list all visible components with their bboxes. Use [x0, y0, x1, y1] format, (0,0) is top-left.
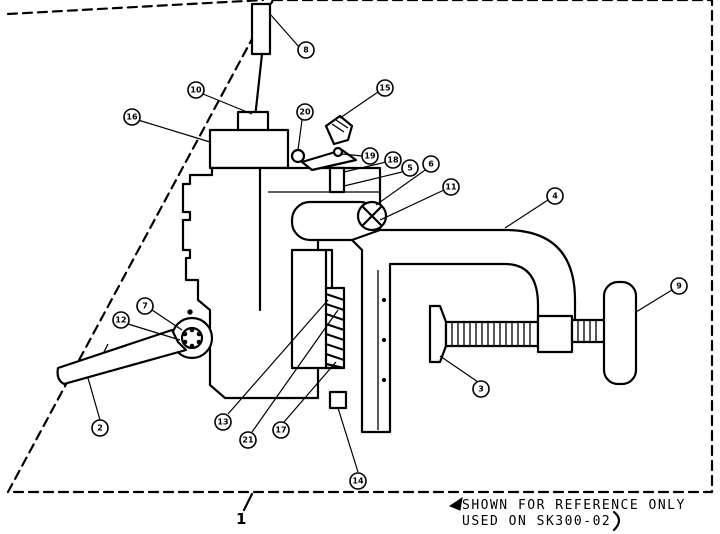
- reference-note-line-1: SHOWN FOR REFERENCE ONLY: [462, 498, 686, 513]
- svg-text:12: 12: [115, 316, 126, 325]
- callout-13: 13: [214, 413, 232, 431]
- callout-21: 21: [239, 431, 257, 449]
- callout-7: 7: [136, 297, 154, 315]
- callout-14: 14: [349, 472, 367, 490]
- part-screw-knob: [602, 280, 638, 386]
- callout-9: 9: [670, 277, 688, 295]
- part-upper-head: [208, 110, 290, 170]
- callout-11: 11: [442, 178, 460, 196]
- callout-4: 4: [546, 187, 564, 205]
- part-clamp-screw: [428, 304, 608, 364]
- svg-text:13: 13: [217, 418, 228, 427]
- part-spring: [324, 286, 346, 370]
- svg-text:16: 16: [126, 113, 138, 122]
- svg-text:5: 5: [407, 164, 413, 173]
- svg-text:11: 11: [445, 183, 457, 192]
- svg-text:6: 6: [428, 160, 434, 169]
- note-bracket: [612, 510, 621, 532]
- callout-6: 6: [422, 155, 440, 173]
- svg-text:18: 18: [387, 156, 399, 165]
- callout-12: 12: [112, 311, 130, 329]
- svg-text:2: 2: [97, 424, 103, 433]
- svg-text:7: 7: [142, 302, 148, 311]
- assembly-number: 1: [236, 510, 247, 528]
- assembly-pointer: [242, 492, 254, 512]
- reference-note-line-2: USED ON SK300-02: [462, 514, 612, 529]
- reference-note: SHOWN FOR REFERENCE ONLY USED ON SK300-0…: [462, 498, 686, 530]
- svg-text:4: 4: [552, 192, 558, 201]
- callout-18: 18: [384, 151, 402, 169]
- callout-19: 19: [361, 147, 379, 165]
- svg-text:15: 15: [379, 84, 391, 93]
- note-pointer: [448, 496, 463, 511]
- svg-text:21: 21: [242, 436, 254, 445]
- callout-3: 3: [472, 380, 490, 398]
- callout-8: 8: [297, 41, 315, 59]
- c-frame-rivets: [381, 297, 387, 383]
- assembly-dashed-boundary: [6, 0, 714, 494]
- svg-text:10: 10: [190, 86, 202, 95]
- svg-text:19: 19: [364, 152, 376, 161]
- lever-handle-edge: [103, 343, 109, 353]
- svg-text:9: 9: [676, 282, 682, 291]
- callout-17: 17: [272, 421, 290, 439]
- svg-text:20: 20: [299, 108, 311, 117]
- part-lever-handle: [56, 328, 188, 386]
- svg-text:3: 3: [478, 385, 484, 394]
- part-lower-block: [328, 390, 348, 410]
- callout-5: 5: [401, 159, 419, 177]
- part-pivot-slot: [290, 200, 388, 242]
- svg-text:8: 8: [303, 46, 309, 55]
- callout-2: 2: [91, 419, 109, 437]
- callout-15: 15: [376, 79, 394, 97]
- callout-20: 20: [296, 103, 314, 121]
- part-rod-handle: [250, 2, 272, 120]
- svg-text:14: 14: [352, 477, 364, 486]
- callout-16: 16: [123, 108, 141, 126]
- callout-10: 10: [187, 81, 205, 99]
- svg-text:17: 17: [275, 426, 286, 435]
- leader-lines: [87, 13, 673, 473]
